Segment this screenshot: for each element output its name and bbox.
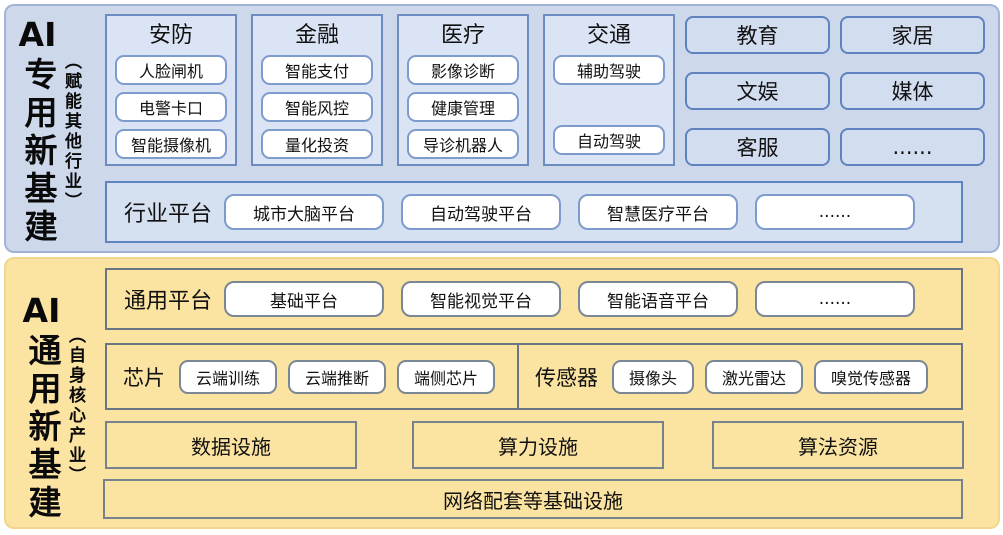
- other-industry-media: 媒体: [840, 72, 985, 110]
- column-title: 交通: [586, 23, 631, 48]
- chip-item: 云端推断: [288, 359, 387, 394]
- side-label-title: AI 通用新基建: [22, 291, 62, 523]
- industry-item: 自动驾驶: [553, 125, 665, 155]
- column-title: 安防: [148, 23, 193, 48]
- platform-item: 智慧医疗平台: [578, 194, 738, 230]
- industry-item: 量化投资: [261, 129, 373, 159]
- industry-columns-row: 安防 人脸闸机 电警卡口 智能摄像机 金融 智能支付 智能风控 量化投资 医疗 …: [105, 14, 675, 166]
- platform-item-more: ......: [755, 194, 915, 230]
- side-label-prefix: AI: [22, 291, 61, 330]
- side-label-note: （自身核心产业）: [64, 326, 85, 486]
- side-label-chars: 通用新基建: [22, 332, 62, 523]
- network-infrastructure-box: 网络配套等基础设施: [103, 479, 963, 519]
- general-platform-row: 通用平台 基础平台 智能视觉平台 智能语音平台 ......: [105, 268, 963, 330]
- industry-column-medical: 医疗 影像诊断 健康管理 导诊机器人: [397, 14, 529, 166]
- hardware-row: 芯片 云端训练 云端推断 端侧芯片 传感器 摄像头 激光雷达 嗅觉传感器: [105, 343, 963, 410]
- sensor-item: 激光雷达: [705, 359, 804, 394]
- platform-item: 智能语音平台: [578, 281, 738, 317]
- platform-item-more: ......: [755, 281, 915, 317]
- industry-item: 智能风控: [261, 92, 373, 122]
- infra-computing-facilities: 算力设施: [412, 421, 664, 469]
- infra-algorithm-resources: 算法资源: [712, 421, 964, 469]
- industry-item: 电警卡口: [115, 92, 227, 122]
- side-label-ai-dedicated: AI 专用新基建 （赋能其他行业）: [18, 15, 84, 247]
- other-industry-service: 客服: [685, 128, 830, 166]
- industry-column-transport: 交通 辅助驾驶 自动驾驶: [543, 14, 675, 166]
- industry-item: 智能支付: [261, 55, 373, 85]
- side-label-note: （赋能其他行业）: [60, 52, 81, 212]
- industry-item: 影像诊断: [407, 55, 519, 85]
- sensor-group: 传感器 摄像头 激光雷达 嗅觉传感器: [519, 345, 961, 408]
- row-label: 行业平台: [124, 202, 213, 227]
- other-industry-more: ......: [840, 128, 985, 166]
- industry-item: 辅助驾驶: [553, 55, 665, 85]
- other-industry-education: 教育: [685, 16, 830, 54]
- group-label: 芯片: [123, 365, 165, 390]
- group-label: 传感器: [535, 365, 598, 390]
- side-label-ai-general: AI 通用新基建 （自身核心产业）: [22, 291, 88, 523]
- industry-item: 智能摄像机: [115, 129, 227, 159]
- industry-item: 人脸闸机: [115, 55, 227, 85]
- other-industry-entertainment: 文娱: [685, 72, 830, 110]
- chip-item: 端侧芯片: [397, 359, 496, 394]
- industry-item: 健康管理: [407, 92, 519, 122]
- industry-column-security: 安防 人脸闸机 电警卡口 智能摄像机: [105, 14, 237, 166]
- industry-column-finance: 金融 智能支付 智能风控 量化投资: [251, 14, 383, 166]
- industry-item: 导诊机器人: [407, 129, 519, 159]
- sensor-item: 摄像头: [612, 359, 695, 394]
- sensor-item: 嗅觉传感器: [814, 359, 929, 394]
- row-label: 通用平台: [124, 289, 213, 314]
- platform-item: 自动驾驶平台: [401, 194, 561, 230]
- other-industry-home: 家居: [840, 16, 985, 54]
- side-label-title: AI 专用新基建: [18, 15, 58, 247]
- column-title: 金融: [294, 23, 339, 48]
- infra-data-facilities: 数据设施: [105, 421, 357, 469]
- platform-item: 智能视觉平台: [401, 281, 561, 317]
- industry-platform-row: 行业平台 城市大脑平台 自动驾驶平台 智慧医疗平台 ......: [105, 181, 963, 243]
- other-industries-grid: 教育 家居 文娱 媒体 客服 ......: [685, 16, 985, 166]
- chip-group: 芯片 云端训练 云端推断 端侧芯片: [107, 345, 519, 408]
- column-title: 医疗: [440, 23, 485, 48]
- side-label-prefix: AI: [18, 15, 57, 54]
- side-label-chars: 专用新基建: [18, 56, 58, 247]
- chip-item: 云端训练: [179, 359, 278, 394]
- platform-item: 基础平台: [224, 281, 384, 317]
- platform-item: 城市大脑平台: [224, 194, 384, 230]
